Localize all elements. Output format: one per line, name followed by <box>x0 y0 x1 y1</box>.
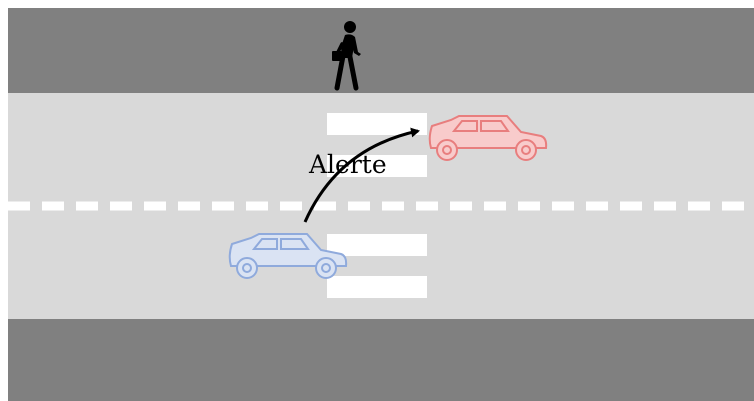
top-sidewalk <box>8 8 754 93</box>
crosswalk-stripe <box>327 234 427 256</box>
bottom-sidewalk <box>8 319 754 401</box>
crosswalk-stripe <box>327 276 427 298</box>
alert-label: Alerte <box>308 150 387 179</box>
